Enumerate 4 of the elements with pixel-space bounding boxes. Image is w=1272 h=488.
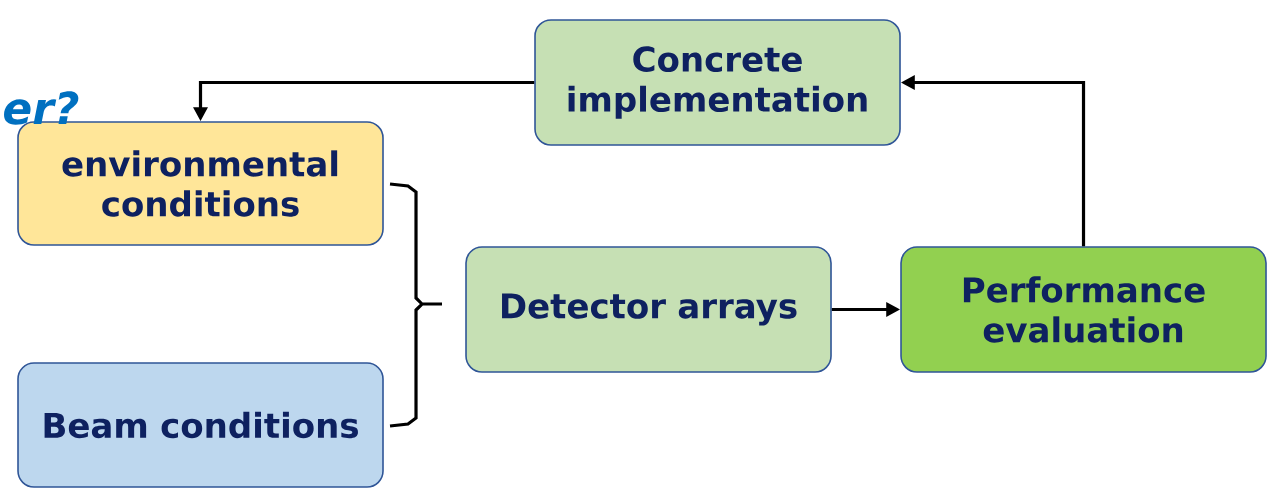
process-box: Detector arrays: [465, 246, 832, 373]
process-box: Performance evaluation: [900, 246, 1267, 373]
process-box: Concrete implementation: [534, 19, 901, 146]
process-box: Beam conditions: [17, 362, 384, 488]
